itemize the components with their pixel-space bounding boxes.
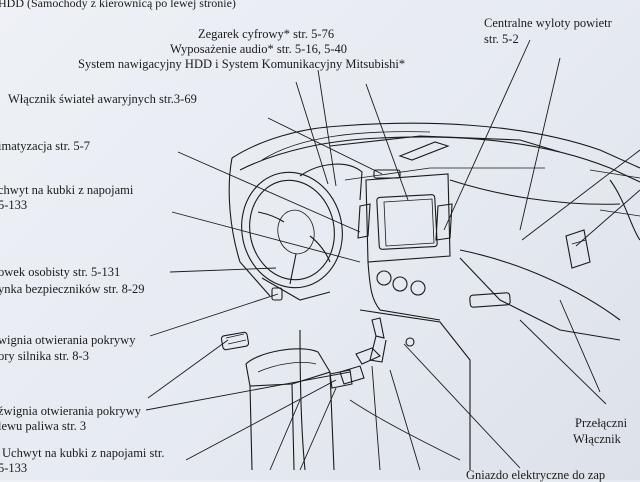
label-climate-control: imatyzacja str. 5-7 (0, 139, 90, 153)
label-personal-safe: owek osobisty str. 5-131 (0, 265, 120, 279)
label-top-cut: HDD (Samochody z kierownicą po lewej str… (0, 0, 236, 11)
label-fuse-box: ynka bezpieczników str. 8-29 (0, 282, 144, 296)
label-central-vents: Centralne wyloty powietr (484, 16, 612, 30)
label-fuel-door-release: źwignia otwierania pokrywy (0, 404, 141, 418)
label-switch: Przełączni (575, 416, 627, 430)
label-audio-equipment: Wyposażenie audio* str. 5-16, 5-40 (170, 42, 347, 56)
label-hood-release: wignia otwierania pokrywy (0, 333, 135, 347)
label-navigation-system: System nawigacyjny HDD i System Komunika… (78, 57, 405, 71)
label-fuel-door-release-page: lewu paliwa str. 3 (0, 419, 86, 433)
label-central-vents-page: str. 5-2 (484, 32, 519, 46)
label-hood-release-page: ory silnika str. 8-3 (0, 349, 89, 363)
label-cupholder-top-page: 5-133 (0, 198, 27, 212)
label-cupholder-bottom-page: 5-133 (0, 461, 27, 475)
label-cupholder-bottom: Uchwyt na kubki z napojami str. (2, 446, 164, 460)
label-hazard-switch: Włącznik świateł awaryjnych str.3-69 (8, 92, 197, 106)
label-digital-clock: Zegarek cyfrowy* str. 5-76 (198, 27, 334, 41)
label-switch-2: Włącznik (573, 432, 621, 446)
label-cupholder-top: chwyt na kubki z napojami (0, 183, 133, 197)
